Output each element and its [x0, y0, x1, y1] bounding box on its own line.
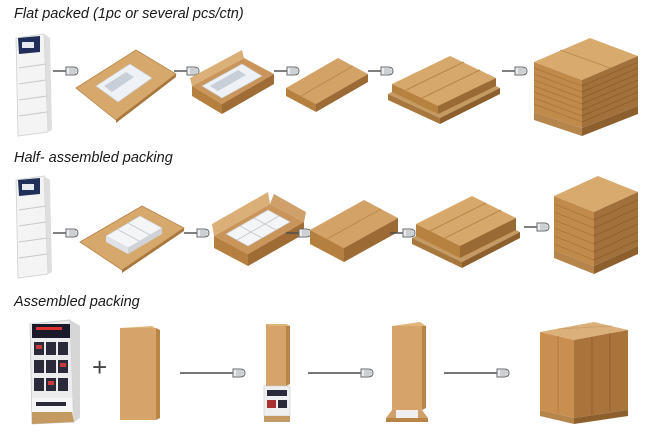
- plus-icon: +: [92, 352, 108, 382]
- closed-carton-icon: [310, 200, 398, 262]
- flow-arrow: [180, 366, 246, 380]
- pallet-stack-icon: [540, 322, 628, 424]
- cardboard-with-shelves: [76, 196, 186, 276]
- row-title-half-assembled: Half- assembled packing: [14, 150, 173, 166]
- flow-arrow: [444, 366, 510, 380]
- flow-arrow: [524, 220, 550, 234]
- pointing-hand-arrow-icon: [444, 368, 510, 378]
- pointing-hand-arrow-icon: [308, 368, 374, 378]
- pointing-hand-arrow-icon: [53, 228, 79, 238]
- flow-arrow: [53, 64, 79, 78]
- flat-cardboard-icon: [79, 205, 185, 273]
- carton-closing: [384, 320, 434, 424]
- display-stand-flat: [10, 33, 52, 137]
- flat-cardboard-sheet: [70, 44, 178, 124]
- pallet-stack-icon: [553, 176, 639, 274]
- flow-arrow: [502, 64, 528, 78]
- flow-arrow: [53, 226, 79, 240]
- open-box-icon: [190, 50, 274, 114]
- closed-carton-icon: [120, 326, 160, 420]
- pallet-icon: [412, 196, 520, 268]
- stacked-pallet-half: [550, 172, 642, 278]
- flow-arrow: [184, 226, 210, 240]
- open-box-icon: [263, 324, 291, 422]
- pointing-hand-arrow-icon: [180, 368, 246, 378]
- tall-carton: [118, 322, 160, 422]
- flow-arrow: [390, 226, 416, 240]
- open-box-icon: [212, 192, 306, 266]
- display-stand-half: [10, 175, 52, 279]
- stacked-pallet-load: [530, 32, 642, 138]
- flow-arrow: [368, 64, 394, 78]
- pointing-hand-arrow-icon: [524, 222, 550, 232]
- closed-carton-icon: [286, 58, 368, 112]
- flat-cardboard-icon: [75, 49, 177, 123]
- pointing-hand-arrow-icon: [184, 228, 210, 238]
- open-carton-shelves: [210, 186, 308, 270]
- pointing-hand-arrow-icon: [390, 228, 416, 238]
- flow-arrow: [308, 366, 374, 380]
- pallet-with-cartons: [384, 44, 504, 124]
- pallet-stack-icon: [533, 38, 639, 136]
- flow-arrow: [174, 64, 200, 78]
- assembled-display-stand: [26, 318, 82, 426]
- pallet-icon: [388, 56, 500, 124]
- pallet-with-cartons-half: [408, 186, 524, 268]
- display-stand-icon: [15, 33, 52, 137]
- row-title-assembled: Assembled packing: [14, 294, 140, 310]
- display-stand-icon: [15, 175, 52, 279]
- closed-flat-carton: [284, 52, 370, 114]
- pointing-hand-arrow-icon: [53, 66, 79, 76]
- closed-carton-half: [308, 194, 400, 264]
- open-carton-flat-panel: [188, 50, 278, 116]
- pointing-hand-arrow-icon: [274, 66, 300, 76]
- pointing-hand-arrow-icon: [368, 66, 394, 76]
- closed-carton-icon: [386, 322, 428, 422]
- cartons-on-pallet: [538, 318, 630, 426]
- pointing-hand-arrow-icon: [502, 66, 528, 76]
- pointing-hand-arrow-icon: [174, 66, 200, 76]
- display-into-carton: [262, 322, 292, 424]
- display-stand-icon: [29, 319, 80, 425]
- row-title-flat-packed: Flat packed (1pc or several pcs/ctn): [14, 6, 244, 22]
- flow-arrow: [274, 64, 300, 78]
